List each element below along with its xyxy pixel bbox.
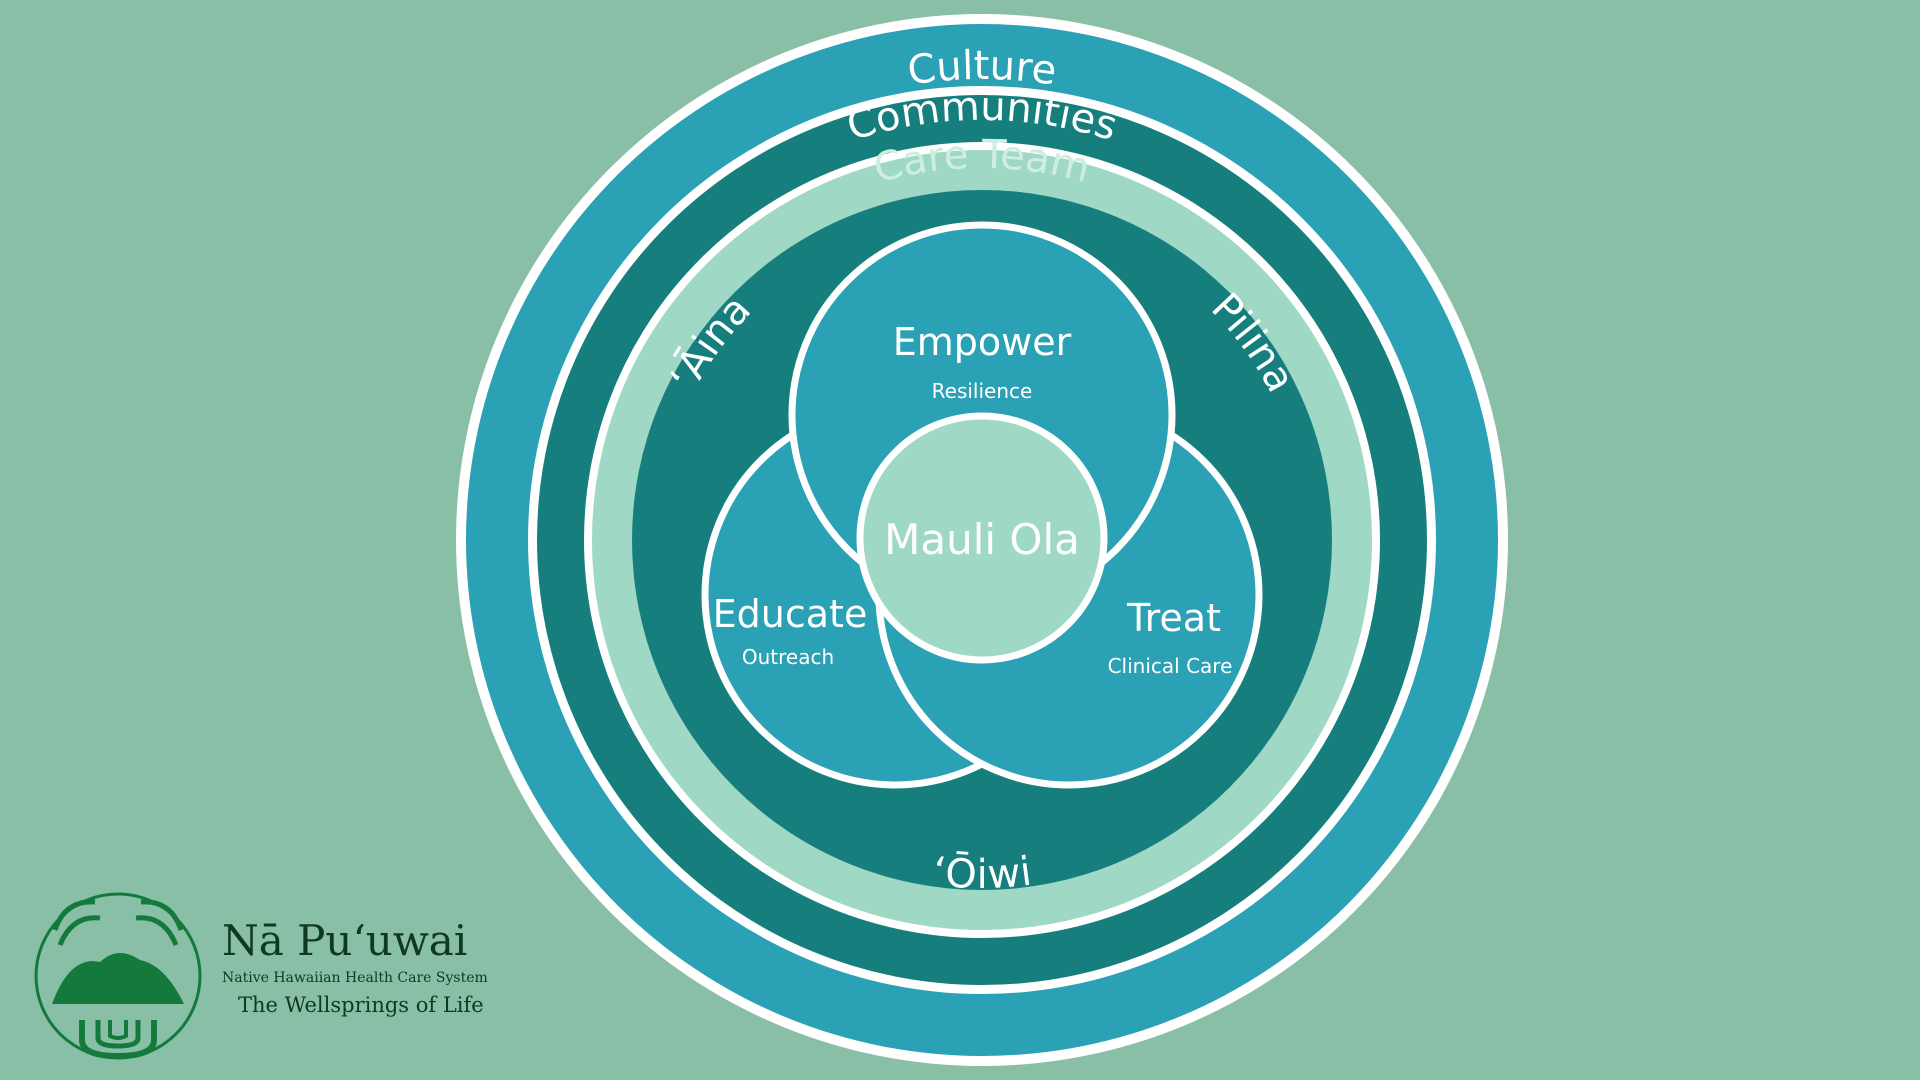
logo-tagline: The Wellsprings of Life <box>238 993 484 1017</box>
treat-subtitle: Clinical Care <box>1108 654 1233 678</box>
logo-subtitle: Native Hawaiian Health Care System <box>222 970 488 986</box>
educate-subtitle: Outreach <box>742 645 834 669</box>
educate-title: Educate <box>713 592 868 636</box>
center-circle <box>856 412 1108 664</box>
logo-name: Nā Puʻuwai <box>222 916 467 965</box>
center-label: Mauli Ola <box>884 515 1080 564</box>
logo-text: Nā Puʻuwai Native Hawaiian Health Care S… <box>222 916 488 1017</box>
empower-subtitle: Resilience <box>932 379 1033 403</box>
wellspring-emblem-icon <box>34 892 202 1060</box>
oiwi-label: ʻŌiwi <box>930 849 1034 899</box>
empower-title: Empower <box>893 320 1072 364</box>
treat-title: Treat <box>1126 596 1221 640</box>
